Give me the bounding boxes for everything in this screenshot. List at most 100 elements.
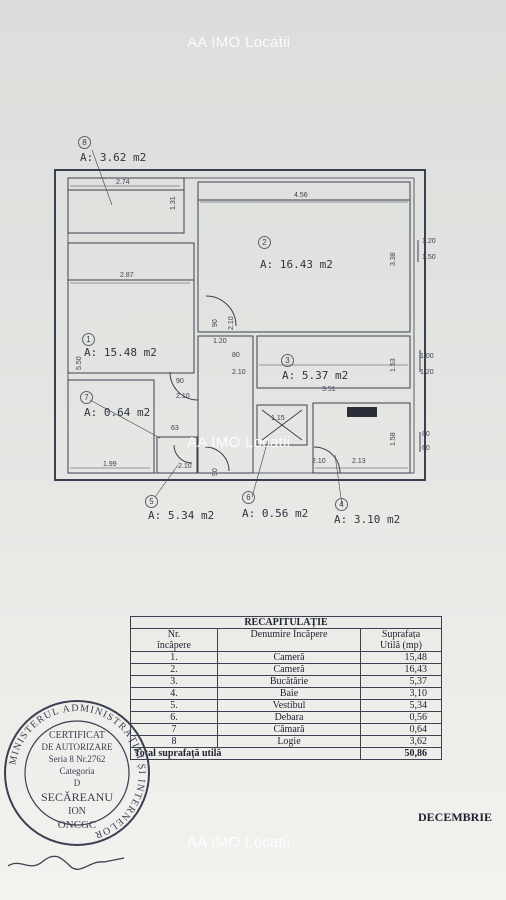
appliance-box (347, 407, 377, 417)
recap-row-name: Cameră (217, 651, 361, 664)
recap-row-name: Baie (217, 687, 361, 700)
recap-title: RECAPITULAȚIE (130, 616, 442, 629)
room-number-5: 5 (145, 495, 158, 508)
recap-row-nr: 3. (130, 675, 218, 688)
dim-label: 1.99 (103, 461, 117, 468)
authorization-stamp: MINISTERUL ADMINISTRAȚIEI ȘI INTERNELOR … (4, 700, 150, 846)
total-value: 50,86 (360, 747, 442, 760)
stamp-line: SECĂREANU (41, 790, 113, 804)
recap-row-name: Bucătărie (217, 675, 361, 688)
recap-row-area: 15,48 (360, 651, 442, 664)
stamp-line: ONCGC (58, 819, 97, 831)
room-1-outline (67, 242, 195, 374)
col-name-header: Denumire Încăpere (217, 628, 361, 652)
recap-row-nr: 1. (130, 651, 218, 664)
stairs-outline (256, 404, 308, 446)
dim-label: 90 (212, 468, 219, 476)
room-area-6: A: 0.56 m2 (242, 507, 309, 520)
dim-label: 3.51 (322, 386, 336, 393)
stamp-line: Seria 8 Nr.2762 (49, 754, 106, 764)
room-number-6: 6 (242, 491, 255, 504)
col-nr-header: Nr.încăpere (130, 628, 218, 652)
room-area-2: A: 16.43 m2 (260, 258, 333, 271)
room-area-8: A: 3.62 m2 (80, 151, 147, 164)
floor-plan (54, 149, 426, 506)
outer-wall (54, 169, 426, 481)
dim-label: 2.10 (312, 458, 326, 465)
dim-label: 2.13 (352, 458, 366, 465)
room-area-3: A: 5.37 m2 (282, 369, 349, 382)
dim-label: 4.56 (294, 192, 308, 199)
watermark-top: AA IMO Locatii (187, 34, 291, 51)
inner-wall-outline (67, 177, 415, 474)
recap-row-name: Debara (217, 711, 361, 724)
room-number-7: 7 (80, 391, 93, 404)
recap-row-area: 0,56 (360, 711, 442, 724)
dim-label: 2.74 (116, 179, 130, 186)
stamp-line: Categoria (60, 766, 95, 776)
dim-label: 1.58 (390, 432, 397, 446)
dim-label: 60 (422, 445, 430, 452)
stamp-line: D (74, 778, 81, 788)
room-area-4: A: 3.10 m2 (334, 513, 401, 526)
dim-label: 3.38 (390, 252, 397, 266)
dim-label: 1.20 (422, 238, 436, 245)
recap-row-name: Cămară (217, 723, 361, 736)
dim-label: 90 (212, 319, 219, 327)
recap-total-row: Total suprafață utilă 50,86 (130, 747, 442, 760)
room-2-outline (197, 181, 411, 333)
recap-row-nr: 2. (130, 663, 218, 676)
room-area-5: A: 5.34 m2 (148, 509, 215, 522)
dim-label: 2.10 (176, 393, 190, 400)
room-area-1: A: 15.48 m2 (84, 346, 157, 359)
recap-row-name: Vestibul (217, 699, 361, 712)
total-label: Total suprafață utilă (130, 747, 361, 760)
signature (7, 855, 125, 870)
dim-label: 1.00 (420, 353, 434, 360)
dim-label: 2.87 (120, 272, 134, 279)
room-number-2: 2 (258, 236, 271, 249)
stamp-line: DE AUTORIZARE (41, 742, 113, 752)
recap-row-name: Cameră (217, 663, 361, 676)
room-5-outline (197, 335, 254, 474)
dim-label: 2.10 (228, 316, 235, 330)
watermark-middle: AA IMO Locatii (187, 434, 291, 451)
dim-label: 5.50 (76, 356, 83, 370)
room-number-1: 1 (82, 333, 95, 346)
watermark-bottom: AA IMO Locatii (187, 834, 291, 851)
recap-row-area: 0,64 (360, 723, 442, 736)
dim-label: 1.53 (390, 358, 397, 372)
door-arc (204, 446, 230, 472)
door-arc (313, 446, 341, 474)
recap-row-area: 5,37 (360, 675, 442, 688)
recap-row-area: 3,10 (360, 687, 442, 700)
dim-label: 2.10 (178, 463, 192, 470)
dim-label: 2.10 (232, 369, 246, 376)
stamp-line: CERTIFICAT (49, 730, 105, 741)
room-number-8: 8 (78, 136, 91, 149)
recap-row-area: 3,62 (360, 735, 442, 748)
stamp-line: ION (68, 806, 86, 817)
room-area-7: A: 0.64 m2 (84, 406, 151, 419)
dim-label: 1.20 (420, 369, 434, 376)
dim-label: 1.50 (422, 254, 436, 261)
dim-label: 1.15 (271, 415, 285, 422)
room-6-outline (156, 436, 198, 474)
recap-table: RECAPITULAȚIE Nr.încăpere Denumire Încăp… (130, 616, 442, 760)
document-date: DECEMBRIE (418, 810, 493, 824)
room-3-outline (256, 335, 411, 389)
room-4-outline (312, 402, 411, 474)
room-7-outline (67, 379, 155, 474)
dim-label: 80 (422, 431, 430, 438)
dim-label: 90 (176, 378, 184, 385)
